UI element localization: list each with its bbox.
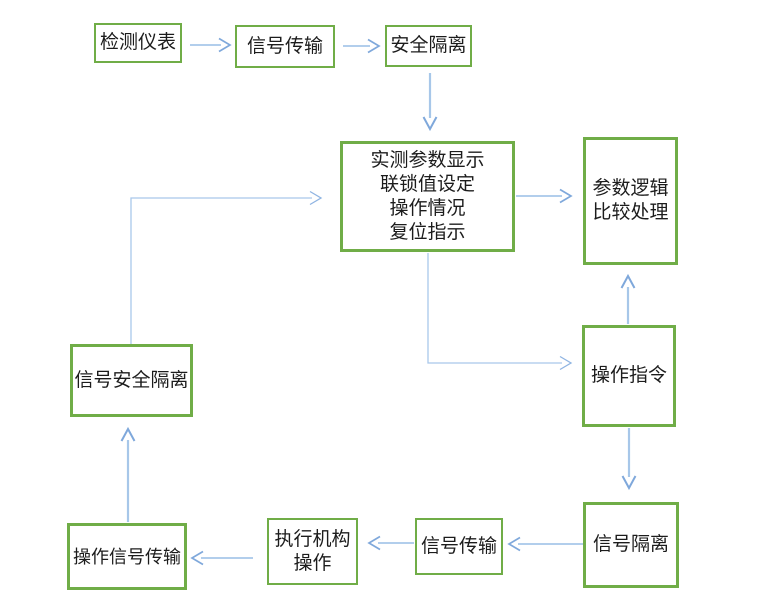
node-signal-isolation: 信号隔离 — [583, 502, 679, 588]
node-label: 操作信号传输 — [73, 546, 181, 567]
node-signal-safety-isolation: 信号安全隔离 — [70, 344, 193, 417]
node-label: 检测仪表 — [99, 32, 176, 53]
arrow-detection-to-signal-top — [190, 37, 232, 53]
node-safety-isolation: 安全隔离 — [385, 25, 472, 67]
node-label: 信号传输 — [246, 35, 323, 57]
node-detection-instrument: 检测仪表 — [94, 23, 182, 63]
node-label: 执行机构 操作 — [274, 528, 351, 574]
arrow-signal-top-to-safety-isolation — [343, 38, 381, 54]
node-measured-parameter-display: 实测参数显示 联锁值设定 操作情况 复位指示 — [340, 141, 515, 252]
node-label: 安全隔离 — [390, 35, 467, 56]
node-operation-command: 操作指令 — [582, 325, 676, 427]
node-label: 实测参数显示 联锁值设定 操作情况 复位指示 — [370, 149, 485, 243]
arrow-display-to-command — [427, 253, 573, 371]
node-signal-transmission-top: 信号传输 — [235, 25, 335, 68]
arrow-display-to-logic — [516, 188, 573, 204]
arrow-actuator-to-operation-signal — [190, 550, 253, 566]
node-operation-signal-transmission: 操作信号传输 — [67, 523, 187, 590]
node-signal-transmission-bottom: 信号传输 — [415, 518, 503, 575]
arrow-safety-isolation-to-display — [422, 73, 438, 132]
node-actuator-operation: 执行机构 操作 — [267, 518, 358, 585]
arrow-safety-left-to-display — [130, 190, 323, 344]
arrow-command-to-signal-isolation — [621, 428, 637, 491]
node-label: 信号安全隔离 — [74, 369, 189, 391]
node-label: 参数逻辑 比较处理 — [592, 178, 669, 223]
node-label: 操作指令 — [590, 365, 667, 386]
arrow-signal-isolation-to-signal-bottom — [507, 536, 583, 552]
node-label: 信号传输 — [420, 535, 497, 557]
arrow-operation-signal-to-safety-left — [120, 426, 136, 522]
arrow-signal-bottom-to-actuator — [367, 535, 414, 551]
node-label: 信号隔离 — [592, 534, 669, 555]
arrow-command-to-logic — [620, 273, 636, 324]
node-parameter-logic-processing: 参数逻辑 比较处理 — [583, 137, 678, 265]
